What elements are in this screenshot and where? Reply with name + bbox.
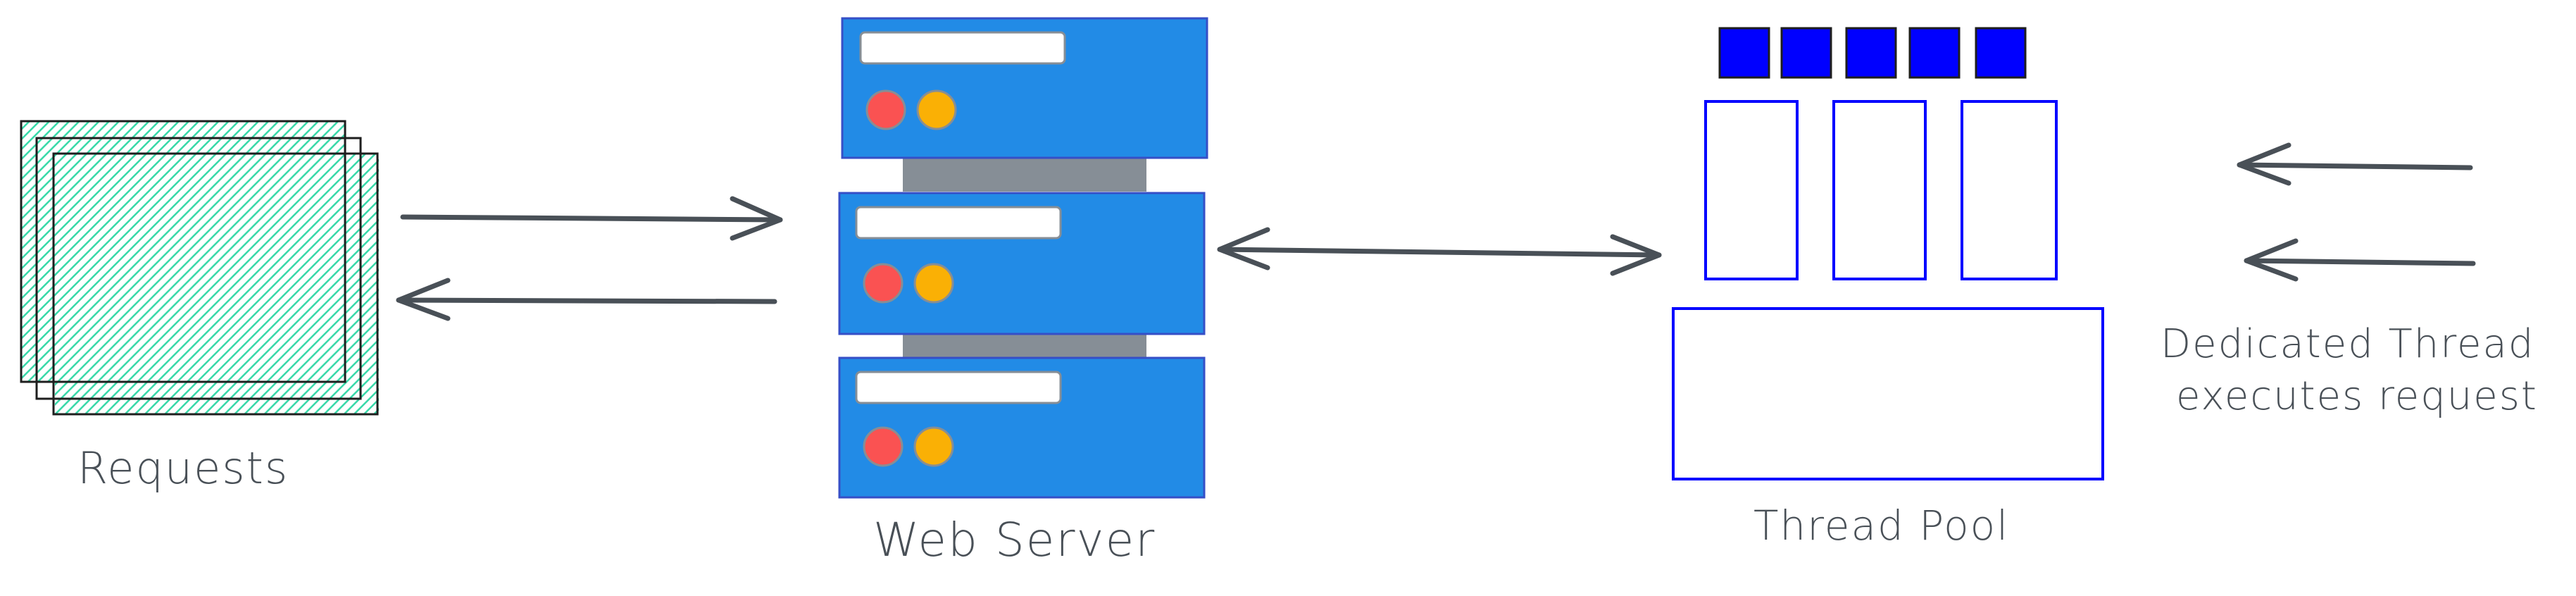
thread-pool-label: Thread Pool	[1753, 502, 2010, 550]
thread-1	[1704, 100, 1799, 280]
executes-request-label: executes request	[2176, 373, 2538, 419]
server-unit-top	[841, 17, 1208, 159]
pool-container	[1672, 307, 2104, 480]
queue-item	[1975, 27, 2027, 79]
requests-label: Requests	[77, 442, 289, 494]
thread-2	[1832, 100, 1927, 280]
web-server-label: Web Server	[873, 513, 1156, 567]
task-queue	[1718, 27, 2027, 79]
server-unit-middle	[838, 192, 1206, 335]
web-server-icon	[838, 17, 1208, 499]
dedicated-arrow-2	[2244, 238, 2476, 282]
dedicated-arrow-1	[2237, 142, 2473, 186]
request-arrow	[400, 196, 783, 241]
queue-item	[1718, 27, 1770, 79]
requests-icon	[20, 120, 379, 416]
queue-item	[1845, 27, 1897, 79]
server-pool-arrow	[1217, 227, 1662, 276]
server-unit-bottom	[838, 356, 1206, 499]
queue-item	[1908, 27, 1961, 79]
thread-pool	[1672, 100, 2104, 480]
thread-3	[1961, 100, 2058, 280]
queue-item	[1780, 27, 1832, 79]
dedicated-thread-label: Dedicated Thread	[2161, 321, 2535, 367]
response-arrow	[396, 278, 777, 321]
